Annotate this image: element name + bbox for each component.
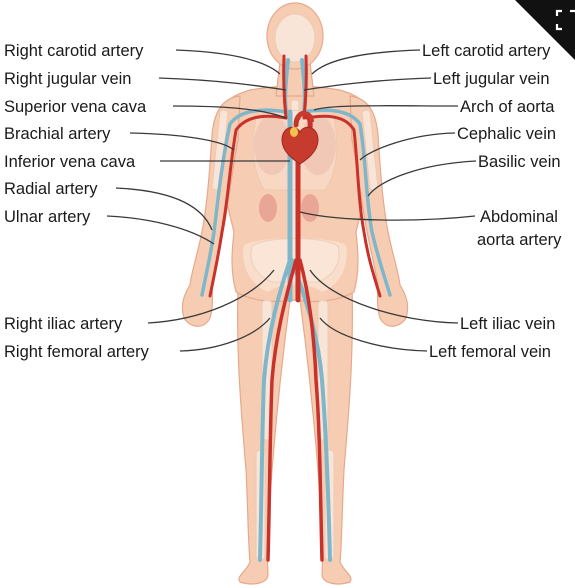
label-abdominal-aorta-line1: Abdominal [480, 208, 558, 226]
label-brachial-artery: Brachial artery [4, 125, 111, 143]
label-left-carotid-artery: Left carotid artery [422, 42, 551, 60]
label-right-iliac-artery: Right iliac artery [4, 315, 123, 333]
label-superior-vena-cava: Superior vena cava [4, 98, 147, 116]
label-arch-of-aorta: Arch of aorta [460, 98, 555, 116]
label-inferior-vena-cava: Inferior vena cava [4, 153, 136, 171]
label-left-iliac-vein: Left iliac vein [460, 315, 555, 333]
label-left-femoral-vein: Left femoral vein [429, 343, 551, 361]
label-cephalic-vein: Cephalic vein [457, 125, 556, 143]
label-abdominal-aorta-line2: aorta artery [477, 231, 562, 249]
label-left-jugular-vein: Left jugular vein [433, 70, 550, 88]
body-silhouette [181, 2, 409, 585]
labels-right: Left carotid artery Left jugular vein Ar… [422, 42, 562, 361]
veins [200, 58, 392, 562]
labels-left: Right carotid artery Right jugular vein … [4, 42, 150, 361]
label-ulnar-artery: Ulnar artery [4, 208, 91, 226]
label-radial-artery: Radial artery [4, 180, 98, 198]
label-right-jugular-vein: Right jugular vein [4, 70, 132, 88]
heart [281, 111, 319, 165]
expand-button[interactable] [515, 0, 575, 60]
expand-icon [555, 9, 575, 31]
label-basilic-vein: Basilic vein [478, 153, 561, 171]
label-right-femoral-artery: Right femoral artery [4, 343, 150, 361]
label-right-carotid-artery: Right carotid artery [4, 42, 144, 60]
leader-lines [106, 49, 477, 352]
